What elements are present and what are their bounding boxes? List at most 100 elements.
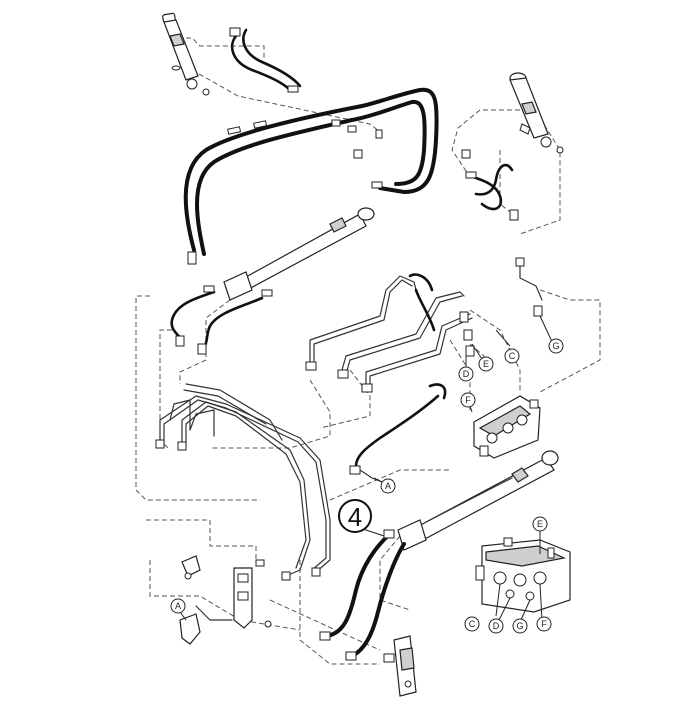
callout-d-top[interactable]: D <box>458 366 474 382</box>
leader-lower-left-frame <box>149 560 301 631</box>
tube-frame-left <box>155 383 331 581</box>
bracket-fitting-2 <box>237 591 249 601</box>
leader-center-mid <box>329 469 450 501</box>
callout-e-inset[interactable]: E <box>532 516 548 532</box>
fitting-loop-7 <box>371 181 383 189</box>
leader-valve-left <box>449 339 471 410</box>
hose-loop-outer <box>183 87 439 252</box>
callout-g-top[interactable]: G <box>548 338 564 354</box>
fitting-hv-3 <box>465 345 475 357</box>
callout-d-inset[interactable]: D <box>488 618 504 634</box>
hose-lift-left <box>170 285 264 355</box>
inset-top-fitting-2 <box>503 537 513 547</box>
callout-d-top-circle[interactable] <box>458 366 474 382</box>
fitting-frame-1 <box>155 439 165 449</box>
hose-item-4-primary[interactable] <box>324 532 392 638</box>
leader-valve-right <box>539 289 601 393</box>
leader-top-left-cylinder <box>178 37 265 60</box>
fitting-tube-3 <box>361 383 373 393</box>
callout-c-top-label: C <box>509 351 516 361</box>
fitting-lift-3 <box>203 285 215 293</box>
fitting-frame-4 <box>311 567 321 577</box>
callout-g-inset-circle[interactable] <box>512 618 528 634</box>
callout-f-top[interactable]: F <box>460 392 476 408</box>
valve-port-2 <box>529 399 539 409</box>
fitting-hose-a <box>349 465 361 475</box>
leader-lift-cylinder <box>179 299 231 384</box>
fitting-frame-2 <box>177 441 187 451</box>
inset-control-valve <box>475 537 571 613</box>
leader-a-lower <box>179 611 187 621</box>
callout-f-inset[interactable]: F <box>536 616 552 632</box>
hose-item-4[interactable] <box>319 529 406 661</box>
callout-c-inset[interactable]: C <box>464 616 480 632</box>
valve-spool-1 <box>486 432 498 444</box>
fitting-lift-1 <box>175 335 185 347</box>
cylinder-rod-end-left <box>186 78 198 90</box>
inset-spool-2 <box>513 573 527 587</box>
callout-e-inset-label: E <box>537 519 543 529</box>
fitting-item-4-bottom-2 <box>345 651 357 661</box>
callout-c-top-circle[interactable] <box>504 348 520 364</box>
hose-item-4-secondary[interactable] <box>350 542 406 658</box>
fitting-right-hose-3 <box>461 149 471 159</box>
leader-mid-cross <box>210 379 331 449</box>
callout-a-mid-label: A <box>385 481 391 491</box>
callout-a-mid[interactable]: A <box>380 478 396 494</box>
inset-valve-top <box>485 545 566 567</box>
callout-c-top[interactable]: C <box>504 348 520 364</box>
fitting-loop-8 <box>187 251 197 265</box>
inset-port-g <box>525 591 535 601</box>
fitting-tube-4 <box>515 257 525 267</box>
callout-g-top-circle[interactable] <box>548 338 564 354</box>
hose-valve-side <box>428 383 447 400</box>
pedal-pivot <box>404 680 412 688</box>
washer-right <box>556 146 564 154</box>
fitting-loop-2 <box>253 120 268 129</box>
fitting-item-4-bottom <box>319 631 331 641</box>
callout-d-inset-circle[interactable] <box>488 618 504 634</box>
boom-cylinder-port <box>511 467 529 483</box>
callout-f-inset-label: F <box>541 619 547 629</box>
hose-loop-top <box>183 28 439 256</box>
callout-a-lower-left[interactable]: A <box>170 598 186 614</box>
callout-f-top-circle[interactable] <box>460 392 476 408</box>
tube-frame-top-b <box>183 389 267 425</box>
item-4-callout[interactable]: 4 <box>338 499 372 533</box>
control-valve-upper <box>473 395 541 459</box>
callout-a-lower-left-label: A <box>175 601 181 611</box>
tube-lower-left-short <box>195 605 233 621</box>
callout-e-inset-circle[interactable] <box>532 516 548 532</box>
callout-e-top-circle[interactable] <box>478 356 494 372</box>
hose-valve-upper-1 <box>414 288 436 332</box>
leader-a-mid <box>373 477 383 483</box>
fitting-loop-1 <box>227 126 242 135</box>
callout-e-top[interactable]: E <box>478 356 494 372</box>
fitting-loop-3 <box>331 119 341 127</box>
fitting-tube-5 <box>533 305 543 317</box>
tube-upper-1 <box>309 275 417 363</box>
leader-g-inset <box>519 599 531 623</box>
elbow-fitting-nut <box>184 572 192 580</box>
callout-g-inset-label: G <box>516 621 523 631</box>
hose-valve-a <box>354 394 440 468</box>
callout-c-inset-circle[interactable] <box>464 616 480 632</box>
hose-valve-to-a <box>349 383 447 483</box>
valve-spool-3 <box>516 414 528 426</box>
lift-cylinder-base <box>223 271 253 301</box>
hose-valve-upper <box>408 273 475 357</box>
fitting-loop-4 <box>347 125 357 133</box>
fitting-tube-2 <box>337 369 349 379</box>
item-4-callout-circle[interactable] <box>338 499 372 533</box>
callout-d-inset-label: D <box>493 621 500 631</box>
callout-g-inset[interactable]: G <box>512 618 528 634</box>
callout-a-mid-circle[interactable] <box>380 478 396 494</box>
callout-f-inset-circle[interactable] <box>536 616 552 632</box>
lift-cylinder-eye <box>357 207 375 221</box>
lower-left-assembly <box>179 555 272 645</box>
o-ring-left <box>171 65 181 71</box>
tube-frame-1b <box>163 399 327 571</box>
cylinder-rod-end-right <box>540 136 552 148</box>
callout-a-lower-left-circle[interactable] <box>170 598 186 614</box>
leader-e-line <box>469 343 485 360</box>
